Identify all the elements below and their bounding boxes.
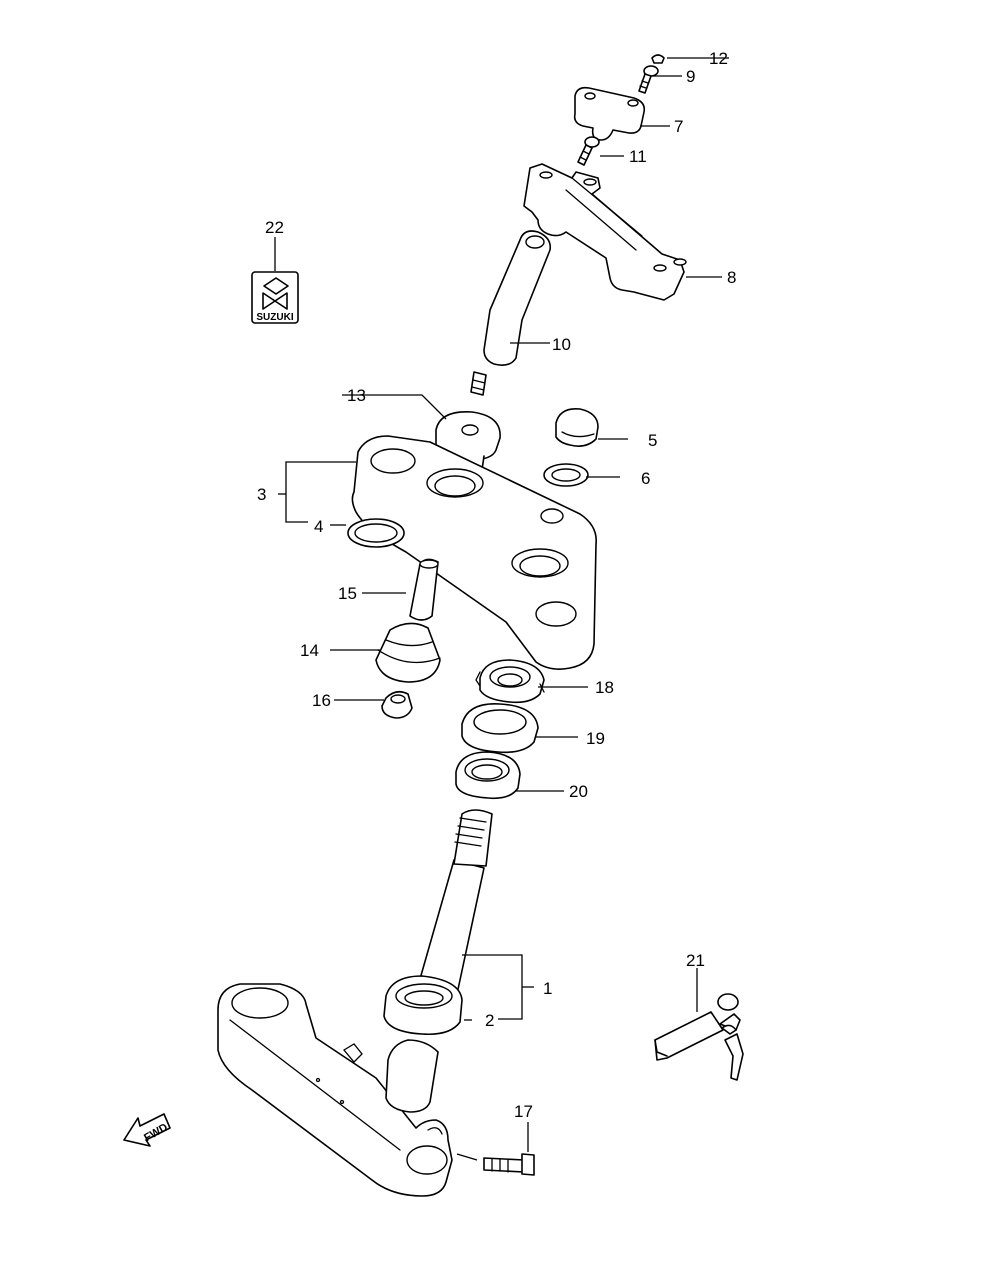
callout-22: 22 [265,218,284,237]
callout-17: 17 [514,1102,533,1121]
callout-20: 20 [569,782,588,801]
part-17-bolt [483,1153,535,1176]
part-16-grommet [381,690,413,719]
part-18-stem-nut [475,659,545,704]
callout-9: 9 [686,67,695,86]
callout-4: 4 [314,517,323,536]
part-10-handlebar-post [470,230,552,396]
part-7-upper-holder [573,86,646,141]
part-8-lower-holder [523,163,687,301]
callout-5: 5 [648,431,657,450]
fwd-arrow-icon [123,1113,171,1147]
callout-8: 8 [727,268,736,287]
part-2-lower-bearing [383,975,463,1036]
part-4-washer [347,518,405,548]
emblem-label: SUZUKI [256,312,293,323]
callout-19: 19 [586,729,605,748]
part-14-grommet [375,622,441,683]
callout-21: 21 [686,951,705,970]
part-6-washer [543,463,589,487]
callout-2: 2 [485,1011,494,1030]
callout-14: 14 [300,641,319,660]
part-19-dust-seal [461,703,539,754]
part-20-bearing [455,751,521,800]
callout-10: 10 [552,335,571,354]
callout-11: 11 [629,147,647,166]
part-9-bolt [638,65,659,94]
callout-12: 12 [709,49,728,68]
callout-18: 18 [595,678,614,697]
part-22-emblem [251,271,299,324]
callout-15: 15 [338,584,357,603]
callout-7: 7 [674,117,683,136]
callout-6: 6 [641,469,650,488]
part-5-cap-nut [555,407,599,447]
part-3-upper-bracket [351,435,597,670]
callout-16: 16 [312,691,331,710]
part-1-steering-stem [217,809,493,1197]
part-11-bolt [577,136,600,166]
callout-13: 13 [347,386,366,405]
part-21-ignition-switch [654,993,744,1081]
leader-lines [274,57,729,1161]
callout-3: 3 [257,485,266,504]
part-12-cap [651,54,665,64]
callout-1: 1 [543,979,552,998]
part-15-spacer [409,558,439,621]
callout-numbers: 12 9 7 11 22 8 10 13 5 6 3 4 15 14 18 16… [257,49,736,1121]
